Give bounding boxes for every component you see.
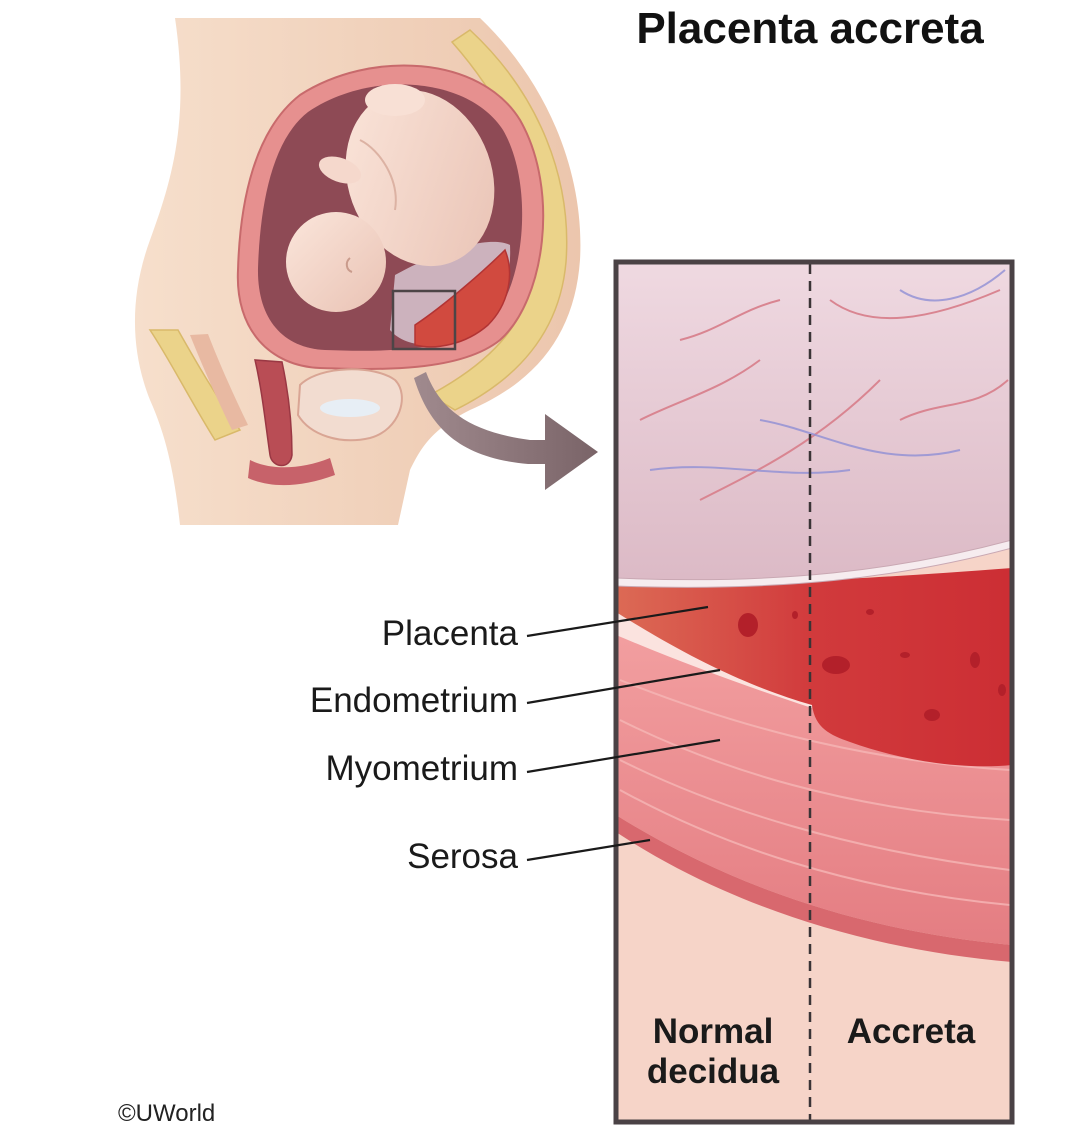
placenta-layer [616, 568, 1012, 767]
label-serosa: Serosa [407, 837, 518, 876]
pregnant-body-sagittal-view [134, 18, 581, 525]
column-label-normal: Normal [652, 1012, 774, 1051]
page-title: Placenta accreta [636, 4, 984, 53]
column-label-decidua: decidua [646, 1052, 780, 1091]
perineum [248, 458, 335, 486]
panel-frame [613, 259, 1015, 1125]
copyright-notice: ©UWorld [118, 1100, 216, 1127]
cervix [254, 359, 293, 467]
zoom-arrow [414, 372, 598, 490]
spine-tissue [190, 334, 248, 430]
label-myometrium: Myometrium [325, 749, 518, 788]
serosa-band [616, 815, 1012, 962]
leader-lines [526, 605, 721, 862]
bladder-fluid [320, 399, 380, 417]
label-placenta: Placenta [381, 614, 518, 653]
label-endometrium: Endometrium [309, 681, 518, 720]
magnified-panel [616, 262, 1012, 1122]
chorionic-membrane [616, 262, 1012, 580]
placenta-lacunae [738, 609, 1006, 721]
placenta-small [414, 248, 511, 348]
fetus [286, 84, 495, 312]
column-label-accreta: Accreta [846, 1012, 976, 1051]
zoom-box [391, 289, 457, 351]
membrane-vessels [639, 269, 1009, 501]
pubic-fat [148, 329, 242, 441]
column-label-normal-decidua: Normal decidua [622, 1012, 804, 1092]
